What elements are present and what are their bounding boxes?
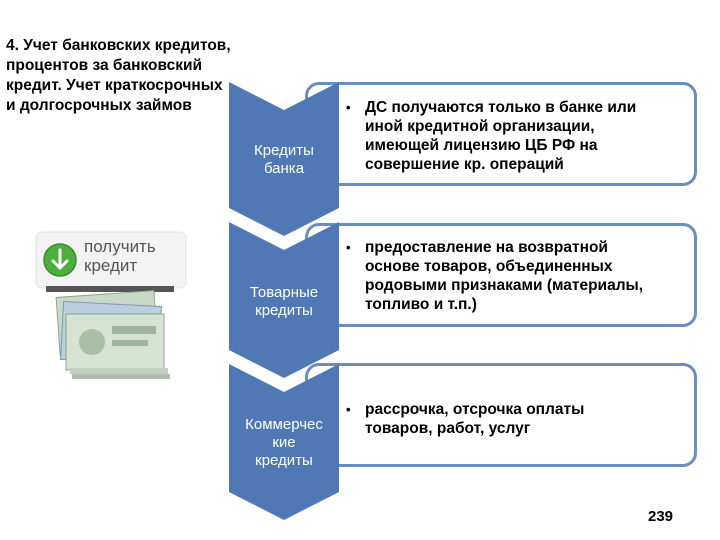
commodity-credits-description: предоставление на возвратной основе това…: [308, 238, 694, 314]
banknotes-image: [55, 290, 170, 379]
bank-credits-description: ДС получаются только в банке или иной кр…: [308, 98, 694, 174]
get-credit-label-line1: получить: [84, 237, 156, 256]
page-number: 239: [648, 508, 674, 525]
get-credit-label-line2: кредит: [84, 256, 138, 275]
commodity-credits-chevron: Товарные кредиты: [229, 222, 339, 378]
get-credit-illustration: получить кредит: [32, 230, 190, 382]
commercial-credits-description: рассрочка, отсрочка оплаты товаров, рабо…: [308, 400, 694, 438]
commercial-credits-description-card: рассрочка, отсрочка оплаты товаров, рабо…: [305, 363, 697, 467]
bank-credits-label: Кредиты банка: [254, 142, 314, 177]
commodity-credits-description-card: предоставление на возвратной основе това…: [305, 223, 697, 327]
commercial-credits-chevron: Коммерчес кие кредиты: [229, 364, 339, 520]
bank-credits-chevron: Кредиты банка: [229, 82, 339, 236]
bank-credits-description-card: ДС получаются только в банке или иной кр…: [305, 82, 697, 186]
commercial-credits-label: Коммерчес кие кредиты: [245, 416, 323, 469]
commodity-credits-label: Товарные кредиты: [249, 284, 319, 319]
slide-heading: 4. Учет банковских кредитов, процентов з…: [6, 37, 231, 114]
green-arrow-down-icon: [43, 243, 77, 277]
